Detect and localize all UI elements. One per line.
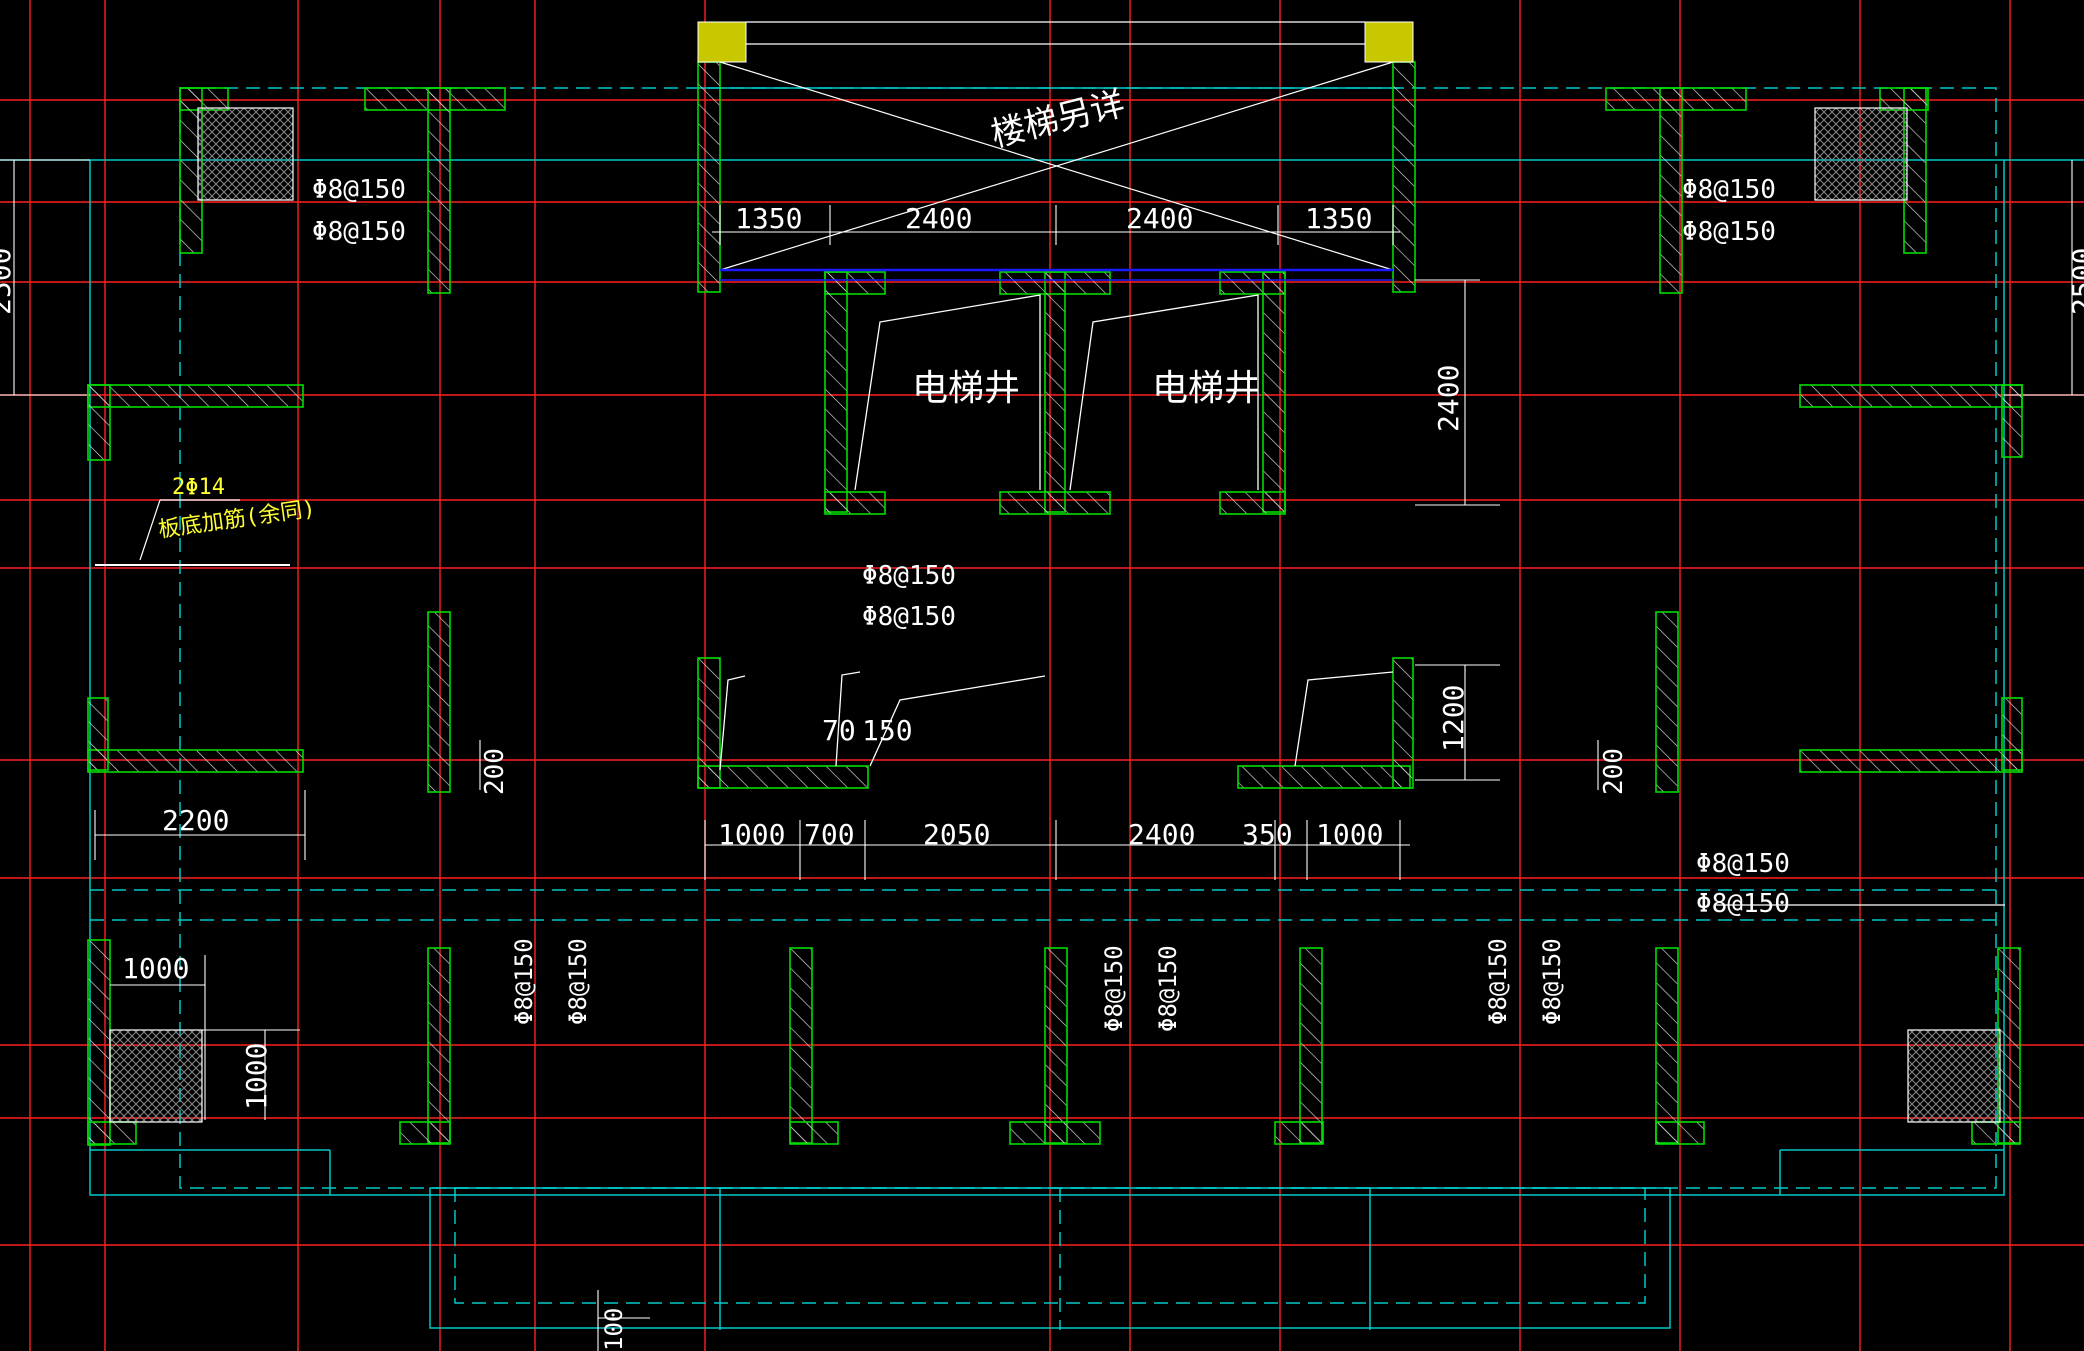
dim-room-width: 2200 [162,804,229,837]
rebar-label: Φ8@150 [1154,945,1182,1032]
rebar-note-desc: 板底加筋(余同) [157,496,317,543]
shaft-label-left: 电梯井 [912,368,1020,409]
dim-wall-right: 200 [1599,748,1629,795]
dim-opening-height: 1000 [240,1043,273,1110]
rebar-label: Φ8@150 [312,175,406,205]
dim-shaft-height: 2400 [1432,365,1465,432]
rebar-label: Φ8@150 [1100,945,1128,1032]
dim-pit-inner: 70 [822,714,856,747]
dim-bottom-5: 350 [1242,818,1293,851]
rebar-label: Φ8@150 [312,217,406,247]
rebar-label: Φ8@150 [862,602,956,632]
rebar-label: Φ8@150 [564,938,592,1025]
dim-edge-left: 2500 [0,248,17,315]
dim-bottom-edge: 100 [600,1308,628,1351]
dim-bottom-2: 700 [804,818,855,851]
rebar-label: Φ8@150 [1682,175,1776,205]
dim-bottom-1: 1000 [718,818,785,851]
rebar-label: Φ8@150 [862,561,956,591]
rebar-leader [95,499,290,566]
rebar-label: Φ8@150 [1484,938,1512,1025]
dim-top-4: 1350 [1305,202,1372,235]
rebar-label: Φ8@150 [1538,938,1566,1025]
dim-edge-right: 2500 [2066,248,2084,315]
dimension-lines [0,159,2073,1351]
dim-pit-height: 1200 [1437,685,1470,752]
dim-top-3: 2400 [1126,202,1193,235]
dim-bottom-6: 1000 [1316,818,1383,851]
rebar-label: Φ8@150 [510,938,538,1025]
dim-bottom-4: 2400 [1128,818,1195,851]
rebar-label: Φ8@150 [1682,217,1776,247]
dim-opening-width: 1000 [122,952,189,985]
rebar-label: Φ8@150 [1696,889,1790,919]
stair-note: 楼梯另详 [987,84,1129,156]
rebar-note-bars: 2Φ14 [172,475,225,500]
dim-top-1: 1350 [735,202,802,235]
stair-area [719,21,1394,281]
elevator-cars [719,294,1394,771]
slab-openings [109,107,2001,1123]
dim-bottom-3: 2050 [923,818,990,851]
dim-wall-left: 200 [480,748,510,795]
stair-columns [697,21,1414,63]
shaft-label-right: 电梯井 [1152,368,1260,409]
dim-top-2: 2400 [905,202,972,235]
dim-pit-inner-2: 150 [862,714,913,747]
shear-walls [87,61,2023,1146]
rebar-label: Φ8@150 [1696,849,1790,879]
